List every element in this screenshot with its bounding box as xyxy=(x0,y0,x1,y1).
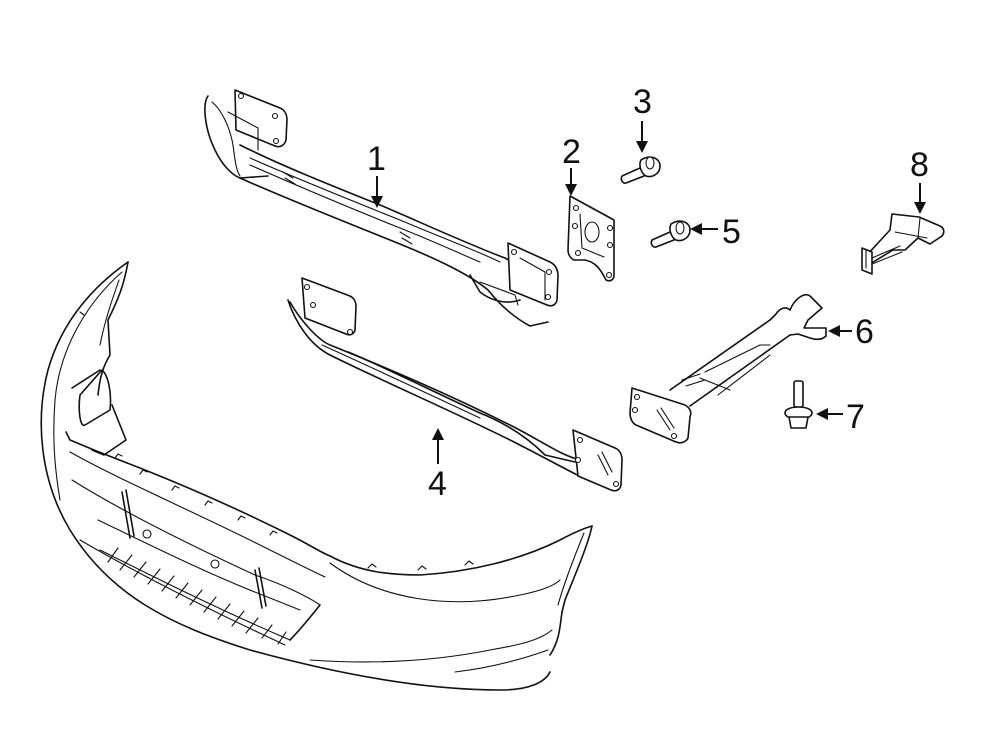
reinforcement-beam[interactable] xyxy=(204,89,559,327)
callout-2: 2 xyxy=(562,133,581,196)
callout-arrowhead-2 xyxy=(565,184,577,196)
callout-7: 7 xyxy=(816,398,865,436)
flange-bolt[interactable] xyxy=(784,380,813,429)
bolt-upper[interactable] xyxy=(620,156,661,184)
callout-arrowhead-1 xyxy=(371,196,383,208)
callout-number-2: 2 xyxy=(562,133,581,171)
support-bracket[interactable] xyxy=(629,294,827,444)
callout-arrowhead-8 xyxy=(914,202,926,214)
lower-absorber-beam[interactable] xyxy=(287,277,623,492)
callout-4: 4 xyxy=(428,428,447,503)
bolt-lower[interactable] xyxy=(650,220,691,248)
callout-5: 5 xyxy=(690,213,741,251)
callout-arrowhead-4 xyxy=(432,428,444,440)
callout-number-7: 7 xyxy=(846,398,865,436)
callout-number-4: 4 xyxy=(428,465,447,503)
callout-3: 3 xyxy=(633,83,652,153)
callout-1: 1 xyxy=(367,140,386,208)
callout-number-1: 1 xyxy=(367,140,386,178)
callout-6: 6 xyxy=(828,313,874,351)
callout-arrowhead-7 xyxy=(816,408,828,420)
callout-arrowhead-6 xyxy=(828,325,840,337)
callout-number-5: 5 xyxy=(722,213,741,251)
clip-bracket[interactable] xyxy=(861,213,945,275)
callout-arrowhead-5 xyxy=(690,223,702,235)
callout-number-3: 3 xyxy=(633,83,652,121)
mounting-bracket-plate[interactable] xyxy=(567,195,615,282)
callout-number-8: 8 xyxy=(910,146,929,184)
callout-8: 8 xyxy=(910,146,929,214)
callout-number-6: 6 xyxy=(855,313,874,351)
bumper-cover[interactable] xyxy=(40,261,593,691)
callout-arrowhead-3 xyxy=(636,141,648,153)
